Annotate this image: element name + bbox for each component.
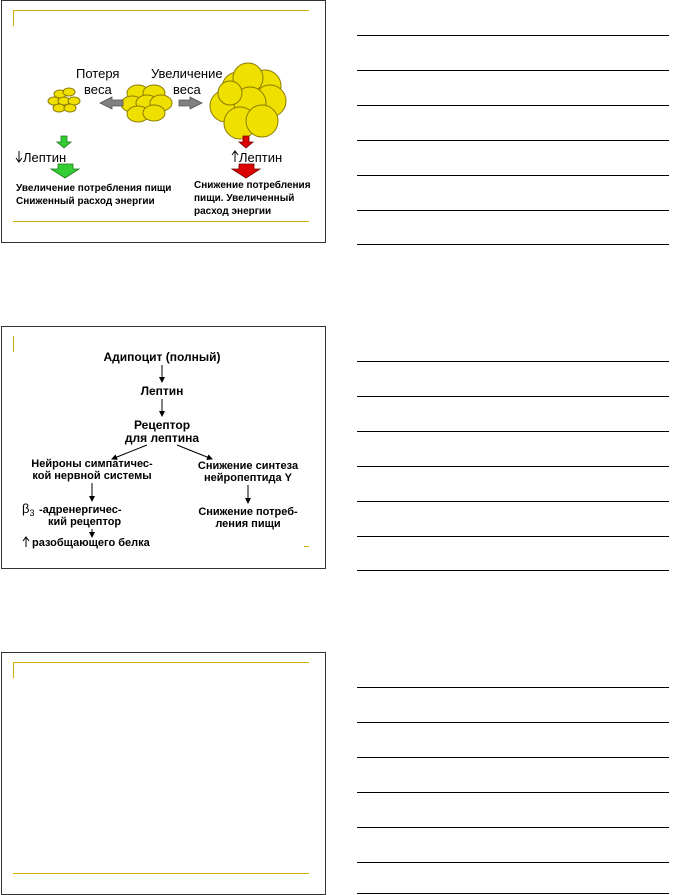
arrow-receptor-neurons xyxy=(111,444,148,460)
medium-fat-cells xyxy=(120,84,173,123)
notes-line xyxy=(357,431,669,432)
slide-1-corner-rule xyxy=(13,10,14,26)
npy-label-line2: нейропептида Y xyxy=(204,472,293,484)
slide-2-diagram: Адипоцит (полный) Лептин Рецептор для ле… xyxy=(22,350,299,549)
effect-right-line3: расход энергии xyxy=(194,206,271,217)
notes-line xyxy=(357,175,669,176)
notes-line xyxy=(357,35,669,36)
food-reduction-line1: Снижение потреб- xyxy=(198,506,298,518)
weight-loss-label-line2: веса xyxy=(84,82,112,97)
slide-1: Потеря веса Увеличение веса Лептин Увели… xyxy=(1,0,326,243)
beta-receptor-line2: кий рецептор xyxy=(48,516,121,528)
notes-line xyxy=(357,361,669,362)
notes-line xyxy=(357,396,669,397)
notes-line xyxy=(357,244,669,245)
notes-line xyxy=(357,536,669,537)
slide-2-bottom-rule xyxy=(304,546,309,547)
uncoupling-label: разобщающего белка xyxy=(32,537,151,549)
green-arrow-large-icon xyxy=(49,163,81,179)
slide-2-corner-rule xyxy=(13,336,14,352)
slide-1-bottom-rule xyxy=(13,221,309,222)
small-fat-cells xyxy=(47,87,81,113)
slide-2: Адипоцит (полный) Лептин Рецептор для ле… xyxy=(1,326,326,569)
neurons-label-line1: Нейроны симпатичес- xyxy=(31,458,153,470)
notes-line xyxy=(357,722,669,723)
large-fat-cells xyxy=(209,62,287,140)
down-arrow-small-icon xyxy=(15,151,23,163)
notes-line xyxy=(357,210,669,211)
weight-gain-label-line1: Увеличение xyxy=(151,66,223,81)
notes-line xyxy=(357,570,669,571)
leptin-left: Лептин xyxy=(23,150,66,165)
notes-line xyxy=(357,140,669,141)
notes-line xyxy=(357,757,669,758)
notes-line xyxy=(357,827,669,828)
food-reduction-line2: ления пищи xyxy=(215,518,280,530)
adipocyte-label: Адипоцит (полный) xyxy=(104,350,221,364)
arrow-receptor-npy xyxy=(176,444,213,460)
npy-label-line1: Снижение синтеза xyxy=(198,460,299,472)
gray-arrow-right xyxy=(178,96,203,110)
notes-line xyxy=(357,687,669,688)
beta-receptor-line1: -адренергичес- xyxy=(39,504,122,516)
neurons-label-line2: кой нервной системы xyxy=(32,470,151,482)
weight-loss-label-line1: Потеря xyxy=(76,66,119,81)
slide-3-top-rule xyxy=(13,662,309,663)
notes-line xyxy=(357,70,669,71)
receptor-label-line2: для лептина xyxy=(125,431,199,445)
green-arrow-small-icon xyxy=(55,135,73,149)
red-arrow-large-icon xyxy=(230,163,262,179)
up-arrow-small-icon xyxy=(231,150,239,162)
weight-gain-label-line2: веса xyxy=(173,82,201,97)
effect-left-line1: Увеличение потребления пищи xyxy=(16,182,171,194)
beta-symbol: β3 xyxy=(22,501,35,518)
notes-line xyxy=(357,501,669,502)
slide-3-corner-rule xyxy=(13,662,14,678)
slide-1-diagram: Потеря веса Увеличение веса Лептин Увели… xyxy=(15,62,311,217)
notes-line xyxy=(357,893,669,894)
effect-right-line2: пищи. Увеличенный xyxy=(194,193,294,204)
slide-3 xyxy=(1,652,326,895)
notes-line xyxy=(357,466,669,467)
effect-left-line2: Сниженный расход энергии xyxy=(16,196,155,207)
effect-right-line1: Снижение потребления xyxy=(194,179,311,191)
red-arrow-small-icon xyxy=(237,135,255,149)
slide-1-top-rule xyxy=(13,10,309,11)
up-arrow-small-icon xyxy=(22,536,30,547)
leptin-label: Лептин xyxy=(141,384,184,398)
notes-line xyxy=(357,792,669,793)
slide-3-bottom-rule xyxy=(13,873,309,874)
notes-line xyxy=(357,105,669,106)
gray-arrow-left xyxy=(99,96,124,110)
receptor-label-line1: Рецептор xyxy=(134,418,190,432)
leptin-right: Лептин xyxy=(239,150,282,165)
notes-line xyxy=(357,862,669,863)
